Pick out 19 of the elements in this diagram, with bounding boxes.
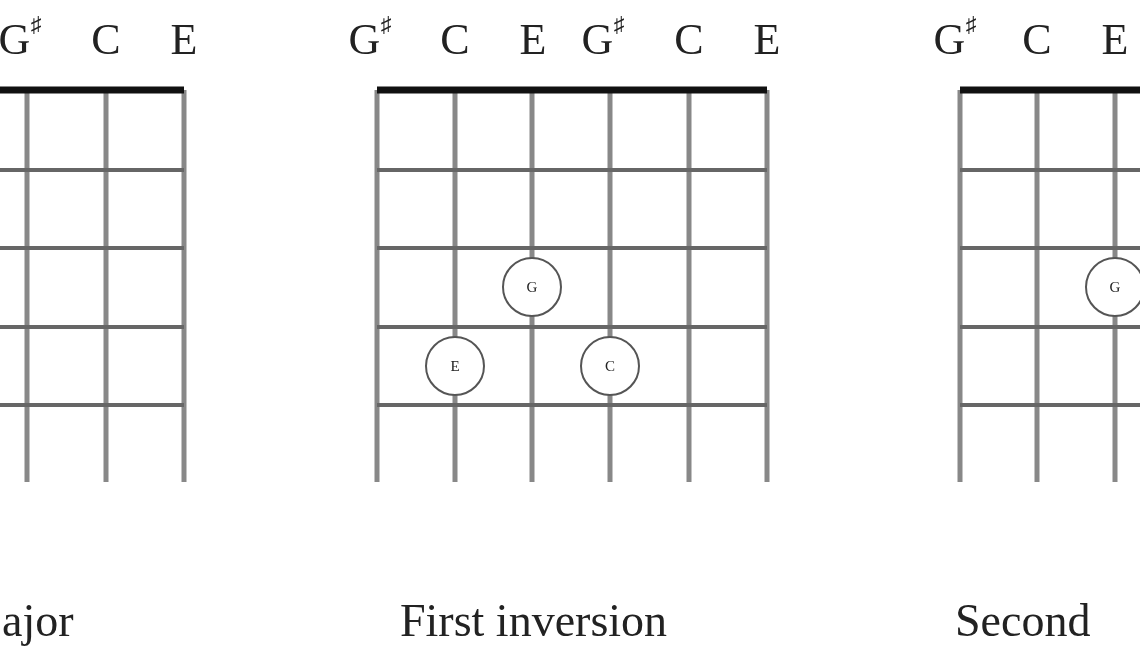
string-name: C <box>440 18 470 62</box>
string-name: C <box>91 18 121 62</box>
string-name: C <box>1022 18 1052 62</box>
finger-dot: E <box>425 336 485 396</box>
chord-caption: Second <box>955 598 1091 644</box>
finger-dot: G <box>1085 257 1140 317</box>
finger-dot: C <box>580 336 640 396</box>
string-name: E <box>170 18 198 62</box>
finger-dot: G <box>502 257 562 317</box>
string-name: G$^{♯}$ <box>933 18 977 62</box>
string-name: C <box>674 18 704 62</box>
string-name: E <box>519 18 547 62</box>
chord-caption: ajor <box>2 598 74 644</box>
string-name: E <box>1101 18 1129 62</box>
string-name: E <box>753 18 781 62</box>
chord-caption: First inversion <box>400 598 668 644</box>
string-name: G$^{♯}$ <box>348 18 392 62</box>
string-name: G$^{♯}$ <box>581 18 625 62</box>
string-name: G$^{♯}$ <box>0 18 42 62</box>
